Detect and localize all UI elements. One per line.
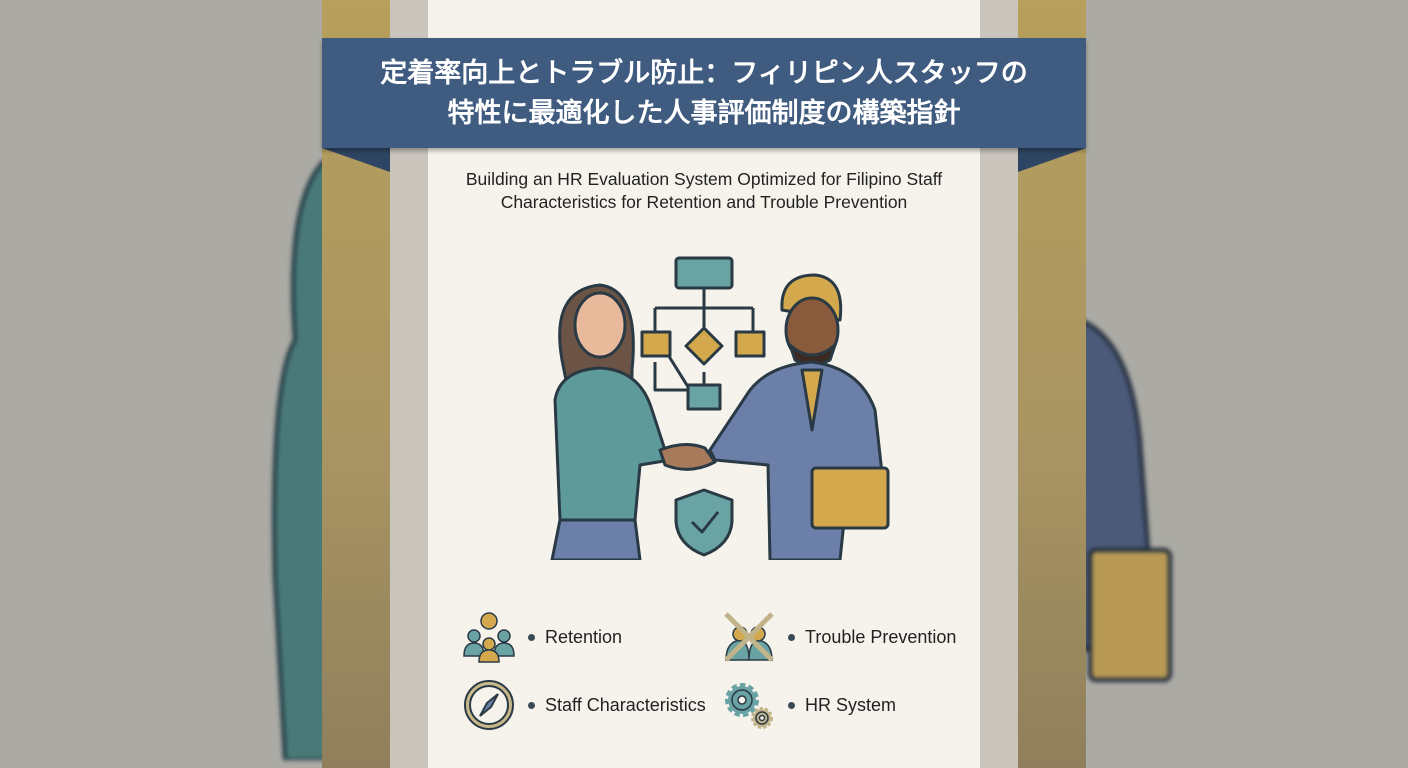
- handshake-illustration: [550, 256, 890, 560]
- ribbon-tail-left: [322, 148, 390, 172]
- compass-icon: [464, 680, 514, 730]
- background-figure-left: [272, 160, 335, 760]
- handshake: [658, 443, 717, 471]
- bullet-dot: [528, 633, 535, 641]
- shield-icon: [674, 488, 734, 557]
- title-line-2: 特性に最適化した人事評価制度の構築指針: [447, 98, 961, 129]
- crossed-conflict-icon: [724, 612, 774, 662]
- flowchart-icon: [640, 256, 766, 411]
- ribbon-tail-right: [1018, 148, 1086, 172]
- subtitle: Building an HR Evaluation System Optimiz…: [428, 168, 980, 214]
- title-line-1: 定着率向上とトラブル防止：フィリピン人スタッフの: [380, 58, 1028, 89]
- item-label: HR System: [805, 694, 897, 715]
- people-group-icon: [463, 612, 515, 663]
- bullet-dot: [788, 633, 795, 641]
- item-label: Retention: [545, 626, 623, 647]
- man-figure: [708, 273, 890, 560]
- item-hr-system: HR System: [722, 678, 896, 732]
- gears-icon: [725, 683, 773, 729]
- subtitle-line-1: Building an HR Evaluation System Optimiz…: [465, 169, 943, 189]
- item-label: Staff Characteristics: [545, 694, 706, 715]
- item-label: Trouble Prevention: [805, 626, 957, 647]
- item-staff-characteristics: Staff Characteristics: [462, 678, 706, 732]
- title-banner: 定着率向上とトラブル防止：フィリピン人スタッフの 特性に最適化した人事評価制度の…: [322, 38, 1086, 148]
- subtitle-line-2: Characteristics for Retention and Troubl…: [500, 192, 908, 212]
- bullet-dot: [788, 701, 795, 709]
- background-figure-right: [1080, 320, 1172, 682]
- bullet-dot: [528, 701, 535, 709]
- item-trouble-prevention: Trouble Prevention: [722, 610, 956, 664]
- woman-figure: [550, 283, 672, 560]
- item-retention: Retention: [462, 610, 622, 664]
